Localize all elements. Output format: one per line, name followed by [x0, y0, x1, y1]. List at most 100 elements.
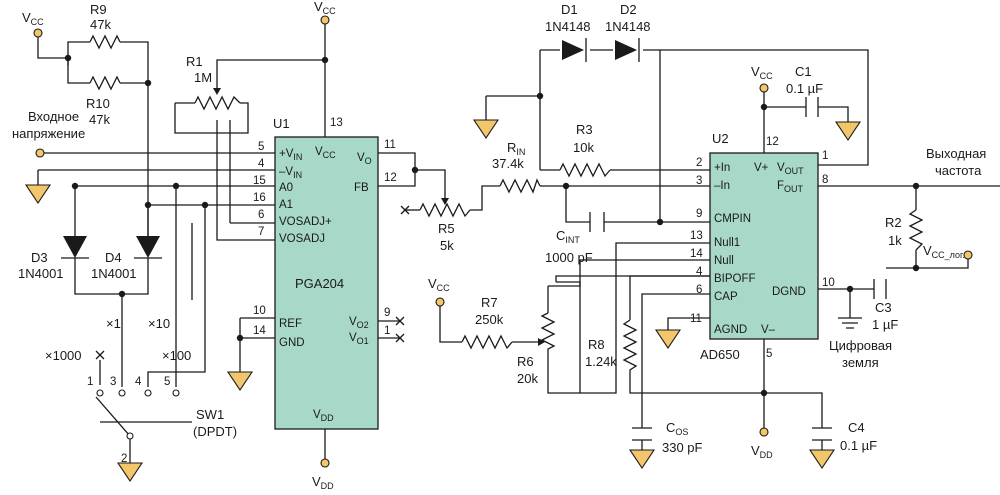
- u2-num-9: 9: [696, 208, 702, 220]
- u2-pin-agnd: AGND: [714, 324, 747, 336]
- u1-pin-vosadj: VOSADJ: [279, 233, 325, 245]
- r2-value: 1k: [888, 233, 902, 248]
- ground-icon-d1: [472, 119, 500, 139]
- u1-pin-fb: FB: [354, 182, 369, 194]
- d3-ref: D3: [31, 250, 48, 265]
- gain-10-label: ×10: [148, 316, 170, 331]
- u1-pin-a0: A0: [279, 182, 293, 194]
- r8-ref: R8: [588, 337, 605, 352]
- u1-ref: U1: [273, 116, 290, 131]
- u1-num-13: 13: [330, 117, 343, 129]
- u2-pin-bipoff: BIPOFF: [714, 273, 756, 285]
- switch-pin-1: 1: [87, 376, 93, 388]
- gain-1-label: ×1: [106, 316, 121, 331]
- u1-num-14: 14: [253, 325, 266, 337]
- u1-pin-ref: REF: [279, 318, 302, 330]
- c1-capacitor: [805, 97, 819, 117]
- cos-ref: COS: [666, 420, 688, 437]
- u2-num-4: 4: [696, 266, 703, 278]
- u2-num-1: 1: [822, 150, 828, 162]
- ground-icon-ref: [226, 371, 254, 391]
- u1-pin-vo1: VO1: [349, 332, 369, 346]
- u1-num-5: 5: [258, 141, 264, 153]
- d4-diode: [136, 236, 160, 258]
- d3-diode: [63, 236, 87, 258]
- ground-icon-c4: [808, 449, 836, 469]
- d1-value: 1N4148: [545, 19, 591, 34]
- cint-capacitor: [589, 212, 605, 232]
- d3-value: 1N4001: [18, 266, 64, 281]
- u1-pin-vosadjp: VOSADJ+: [279, 216, 332, 228]
- capacitors: [589, 97, 887, 441]
- wires: [37, 22, 1000, 463]
- switch-pin-5: 5: [164, 376, 170, 388]
- digital-gnd-label-1: Цифровая: [829, 338, 892, 353]
- vcc-terminal-u1: [320, 15, 330, 25]
- u1-pin-vin-n: –VIN: [279, 166, 302, 180]
- u1-num-15: 15: [253, 175, 266, 187]
- u1-num-11: 11: [384, 139, 396, 151]
- u2-pin-in-n: –In: [714, 180, 730, 192]
- u2-ad650-body: [709, 152, 819, 340]
- u1-pin-gnd: GND: [279, 337, 305, 349]
- ground-icon-agnd: [654, 329, 682, 349]
- r1-value: 1M: [194, 70, 212, 85]
- r2-resistor: [908, 209, 924, 251]
- u2-num-8: 8: [822, 174, 828, 186]
- vcc-terminals: [33, 15, 973, 468]
- vcc-terminal-r7: [435, 297, 445, 307]
- u2-name: AD650: [700, 347, 740, 362]
- ground-icon-switch: [116, 462, 144, 482]
- u2-num-10: 10: [822, 277, 835, 289]
- d2-ref: D2: [620, 2, 637, 17]
- u1-num-6: 6: [258, 209, 264, 221]
- cint-value: 1000 pF: [545, 250, 593, 265]
- cos-capacitor: [632, 427, 652, 441]
- diodes: [61, 38, 640, 259]
- r5-resistor: [419, 202, 471, 218]
- u2-pin-dgnd: DGND: [772, 286, 806, 298]
- u2-ref: U2: [712, 131, 729, 146]
- d2-diode: [615, 40, 637, 60]
- u2-num-14: 14: [690, 248, 703, 260]
- r7-value: 250k: [475, 312, 504, 327]
- u1-name: PGA204: [295, 276, 344, 291]
- u1-num-4: 4: [258, 158, 265, 170]
- output-freq-label-1: Выходная: [926, 146, 986, 161]
- u2-pin-vminus: V–: [761, 324, 776, 336]
- vcc-terminal-u2: [759, 83, 769, 93]
- r5-ref: R5: [438, 221, 455, 236]
- sw1-value: (DPDT): [193, 424, 237, 439]
- u2-num-11: 11: [690, 313, 702, 325]
- u2-pin-cmpin: CMPIN: [714, 213, 751, 225]
- input-voltage-label-1: Входное: [28, 109, 79, 124]
- u2-num-12: 12: [766, 136, 779, 148]
- d1-diode: [562, 40, 584, 60]
- u2-pin-vout: VOUT: [777, 162, 804, 176]
- d2-value: 1N4148: [605, 19, 651, 34]
- r1-resistor: [194, 95, 241, 111]
- vcc-label-u2: VCC: [751, 64, 773, 81]
- u1-pga204-body: [274, 136, 379, 430]
- u2-num-5: 5: [766, 348, 772, 360]
- output-freq-label-2: частота: [935, 163, 982, 178]
- r7-resistor: [461, 334, 513, 350]
- r8-value: 1.24k: [585, 354, 617, 369]
- u1-num-9: 9: [384, 307, 390, 319]
- u2-pin-null: Null: [714, 255, 734, 267]
- u2-pin-cap: CAP: [714, 291, 738, 303]
- r6-value: 20k: [517, 371, 538, 386]
- r3-ref: R3: [576, 122, 593, 137]
- c4-value: 0.1 µF: [840, 438, 877, 453]
- u1-pin-a1: A1: [279, 199, 293, 211]
- d4-value: 1N4001: [91, 266, 137, 281]
- u1-num-16: 16: [253, 192, 266, 204]
- r2-ref: R2: [885, 215, 902, 230]
- vdd-label-u1: VDD: [312, 474, 334, 491]
- vcc-label-r7: VCC: [428, 276, 450, 293]
- u1-pin-vo2: VO2: [349, 316, 369, 330]
- u1-num-1: 1: [384, 325, 390, 337]
- u2-pin-in-p: +In: [714, 162, 730, 174]
- c4-capacitor: [812, 427, 832, 441]
